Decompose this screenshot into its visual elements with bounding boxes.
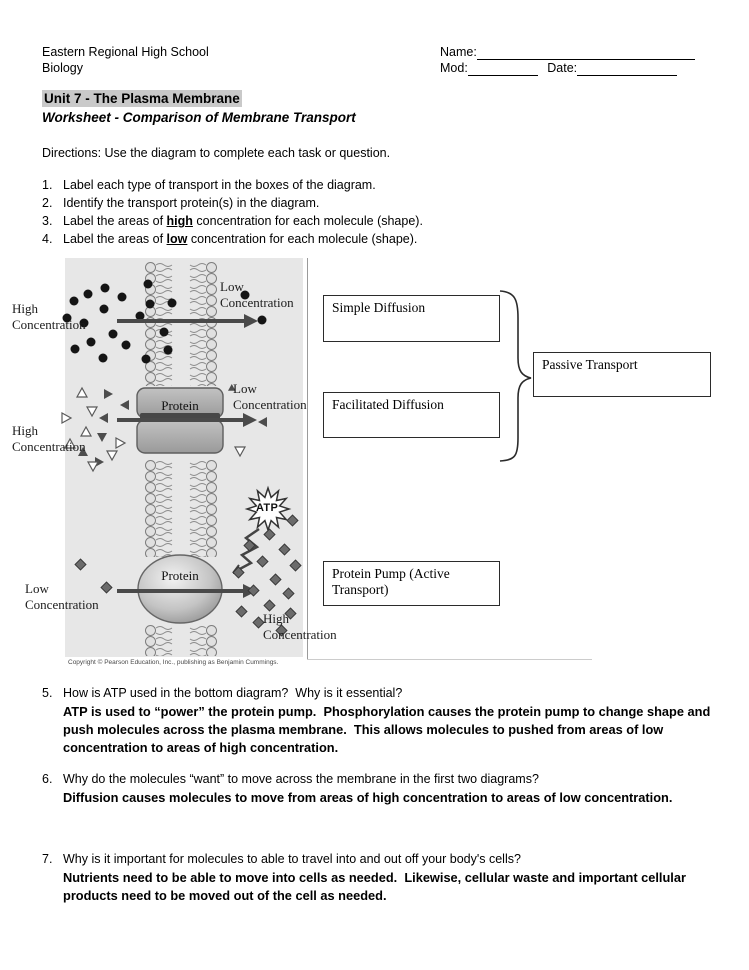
copyright-line: Copyright © Pearson Education, Inc., pub… bbox=[68, 659, 279, 666]
label-high-concentration-bottom: High Concentration bbox=[263, 611, 337, 642]
simple-diffusion-arrow bbox=[117, 314, 258, 328]
task-list: 1. Label each type of transport in the b… bbox=[42, 176, 682, 248]
label-low-concentration-bottom: Low Concentration bbox=[25, 581, 99, 612]
mod-blank bbox=[467, 63, 538, 76]
unit-title: Unit 7 - The Plasma Membrane bbox=[42, 90, 242, 107]
question-7: 7. Why is it important for molecules to … bbox=[42, 851, 718, 905]
worksheet-title: Worksheet - Comparison of Membrane Trans… bbox=[42, 110, 356, 125]
task-item-2: 2. Identify the transport protein(s) in … bbox=[42, 196, 320, 210]
header-right: Name: Mod: Date: bbox=[440, 44, 708, 76]
task-item-3: 3. Label the areas of high concentration… bbox=[42, 214, 423, 228]
question-5: 5. How is ATP used in the bottom diagram… bbox=[42, 685, 718, 757]
facilitated-diffusion-arrow bbox=[117, 413, 257, 427]
label-high-concentration-top: High Concentration bbox=[12, 301, 86, 332]
school-name: Eastern Regional High School bbox=[42, 45, 209, 59]
course-name: Biology bbox=[42, 61, 83, 75]
date-label: Date: bbox=[547, 61, 578, 75]
channel-protein-shape bbox=[136, 387, 224, 454]
question-6-text: Why do the molecules “want” to move acro… bbox=[63, 772, 539, 786]
solute-dots bbox=[62, 279, 267, 364]
facilitated-diffusion-box: Facilitated Diffusion bbox=[323, 392, 500, 438]
label-high-concentration-mid: High Concentration bbox=[12, 423, 86, 454]
question-5-text: How is ATP used in the bottom diagram? W… bbox=[63, 686, 403, 700]
date-blank bbox=[577, 63, 678, 76]
label-low-concentration-mid: Low Concentration bbox=[233, 381, 307, 412]
protein-pump-box: Protein Pump (Active Transport) bbox=[323, 561, 500, 606]
passive-transport-box: Passive Transport bbox=[533, 352, 711, 397]
channel-protein-label: Protein bbox=[161, 398, 199, 413]
label-low-concentration-top: Low Concentration bbox=[220, 279, 294, 310]
simple-diffusion-box: Simple Diffusion bbox=[323, 295, 500, 342]
membrane-bilayer bbox=[145, 262, 217, 656]
question-6-answer: Diffusion causes molecules to move from … bbox=[63, 790, 673, 805]
question-7-text: Why is it important for molecules to abl… bbox=[63, 852, 521, 866]
task-item-1: 1. Label each type of transport in the b… bbox=[42, 178, 376, 192]
question-7-answer: Nutrients need to be able to move into c… bbox=[63, 870, 690, 903]
mod-label: Mod: bbox=[440, 61, 468, 75]
question-5-answer: ATP is used to “power” the protein pump.… bbox=[63, 704, 714, 755]
name-label: Name: bbox=[440, 45, 477, 59]
title-block: Unit 7 - The Plasma Membrane Worksheet -… bbox=[42, 90, 356, 126]
header-left: Eastern Regional High School Biology bbox=[42, 44, 209, 76]
task-item-4: 4. Label the areas of low concentration … bbox=[42, 232, 418, 246]
directions-text: Directions: Use the diagram to complete … bbox=[42, 146, 391, 160]
atp-label: ATP bbox=[256, 502, 279, 514]
question-6: 6. Why do the molecules “want” to move a… bbox=[42, 772, 673, 805]
curly-brace bbox=[499, 290, 532, 462]
pump-protein-label: Protein bbox=[161, 568, 199, 583]
name-blank bbox=[476, 47, 695, 60]
